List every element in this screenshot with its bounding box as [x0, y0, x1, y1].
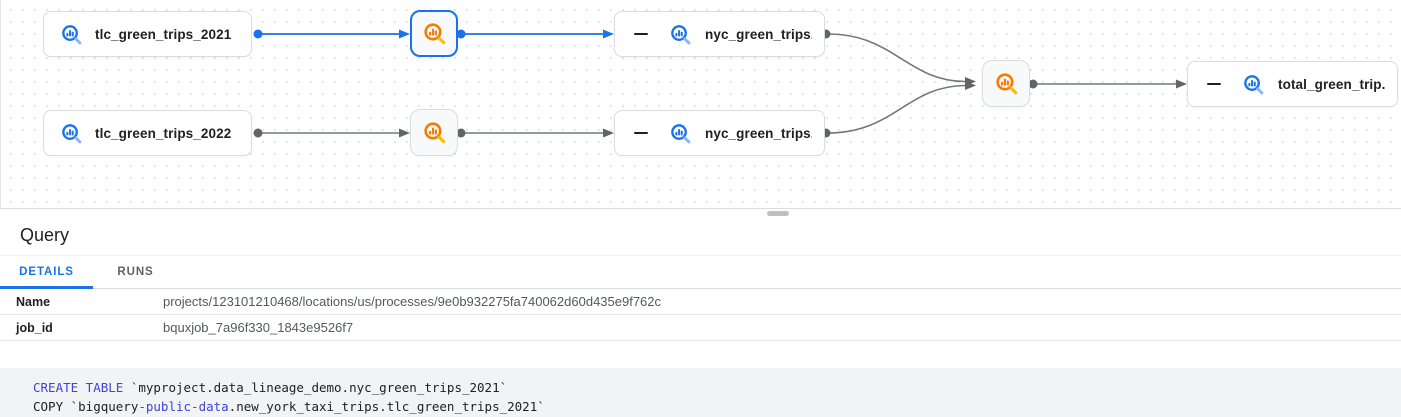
- node-label: tlc_green_trips_2022: [95, 125, 232, 141]
- sql-text: .new_york_taxi_trips.tlc_green_trips_202…: [228, 399, 545, 414]
- row-value: projects/123101210468/locations/us/proce…: [163, 294, 662, 309]
- node-tlc-green-trips-2021[interactable]: tlc_green_trips_2021: [43, 11, 252, 57]
- node-nyc-green-trips-2021[interactable]: nyc_green_trips...: [614, 11, 825, 57]
- tab-runs[interactable]: RUNS: [93, 256, 178, 288]
- panel-title: Query: [20, 225, 70, 245]
- node-tlc-green-trips-2022[interactable]: tlc_green_trips_2022: [43, 110, 252, 156]
- node-process-copy-2022[interactable]: [410, 109, 458, 156]
- node-label: tlc_green_trips_2021: [95, 26, 232, 42]
- collapse-minus-icon[interactable]: [1207, 82, 1221, 86]
- table-row-name: Name projects/123101210468/locations/us/…: [0, 289, 1401, 315]
- collapse-minus-icon[interactable]: [634, 32, 648, 36]
- bigquery-job-icon: [423, 23, 445, 45]
- sql-keyword: CREATE TABLE: [33, 380, 124, 395]
- node-label: nyc_green_trips...: [705, 26, 812, 42]
- tab-label: RUNS: [117, 266, 154, 278]
- row-key: job_id: [16, 320, 53, 335]
- bigquery-table-icon: [1244, 74, 1264, 94]
- bigquery-table-icon: [671, 24, 691, 44]
- sql-keyword: -public-data: [138, 399, 229, 414]
- panel-tab-bar: DETAILS RUNS: [0, 256, 1401, 289]
- tab-label: DETAILS: [19, 266, 74, 278]
- details-table: Name projects/123101210468/locations/us/…: [0, 289, 1401, 341]
- sql-text: `myproject.data_lineage_demo.nyc_green_t…: [123, 380, 508, 395]
- sql-code-block: CREATE TABLE `myproject.data_lineage_dem…: [0, 368, 1401, 417]
- bigquery-table-icon: [62, 24, 82, 44]
- bigquery-job-icon: [423, 122, 445, 144]
- table-row-job-id: job_id bquxjob_7a96f330_1843e9526f7: [0, 315, 1401, 341]
- sql-text: COPY `bigquery: [33, 399, 139, 414]
- lineage-graph-canvas[interactable]: tlc_green_trips_2021 nyc_green_trips...: [0, 0, 1401, 209]
- row-key: Name: [16, 294, 51, 309]
- panel-resize-handle[interactable]: [767, 211, 789, 216]
- bigquery-table-icon: [62, 123, 82, 143]
- tab-details[interactable]: DETAILS: [0, 256, 93, 289]
- bigquery-job-icon: [995, 73, 1017, 95]
- sql-line-2: COPY `bigquery-public-data.new_york_taxi…: [33, 397, 1401, 416]
- node-process-copy-2021[interactable]: [410, 10, 458, 57]
- sql-line-1: CREATE TABLE `myproject.data_lineage_dem…: [33, 378, 1401, 397]
- collapse-minus-icon[interactable]: [634, 131, 648, 135]
- node-label: nyc_green_trips...: [705, 125, 812, 141]
- node-label: total_green_trip...: [1278, 76, 1385, 92]
- panel-header: Query: [0, 209, 1401, 256]
- lineage-edges: [253, 29, 1187, 138]
- node-nyc-green-trips-2022[interactable]: nyc_green_trips...: [614, 110, 825, 156]
- node-process-union[interactable]: [982, 60, 1030, 107]
- row-value: bquxjob_7a96f330_1843e9526f7: [163, 320, 354, 335]
- bigquery-table-icon: [671, 123, 691, 143]
- node-total-green-trips[interactable]: total_green_trip...: [1187, 61, 1398, 107]
